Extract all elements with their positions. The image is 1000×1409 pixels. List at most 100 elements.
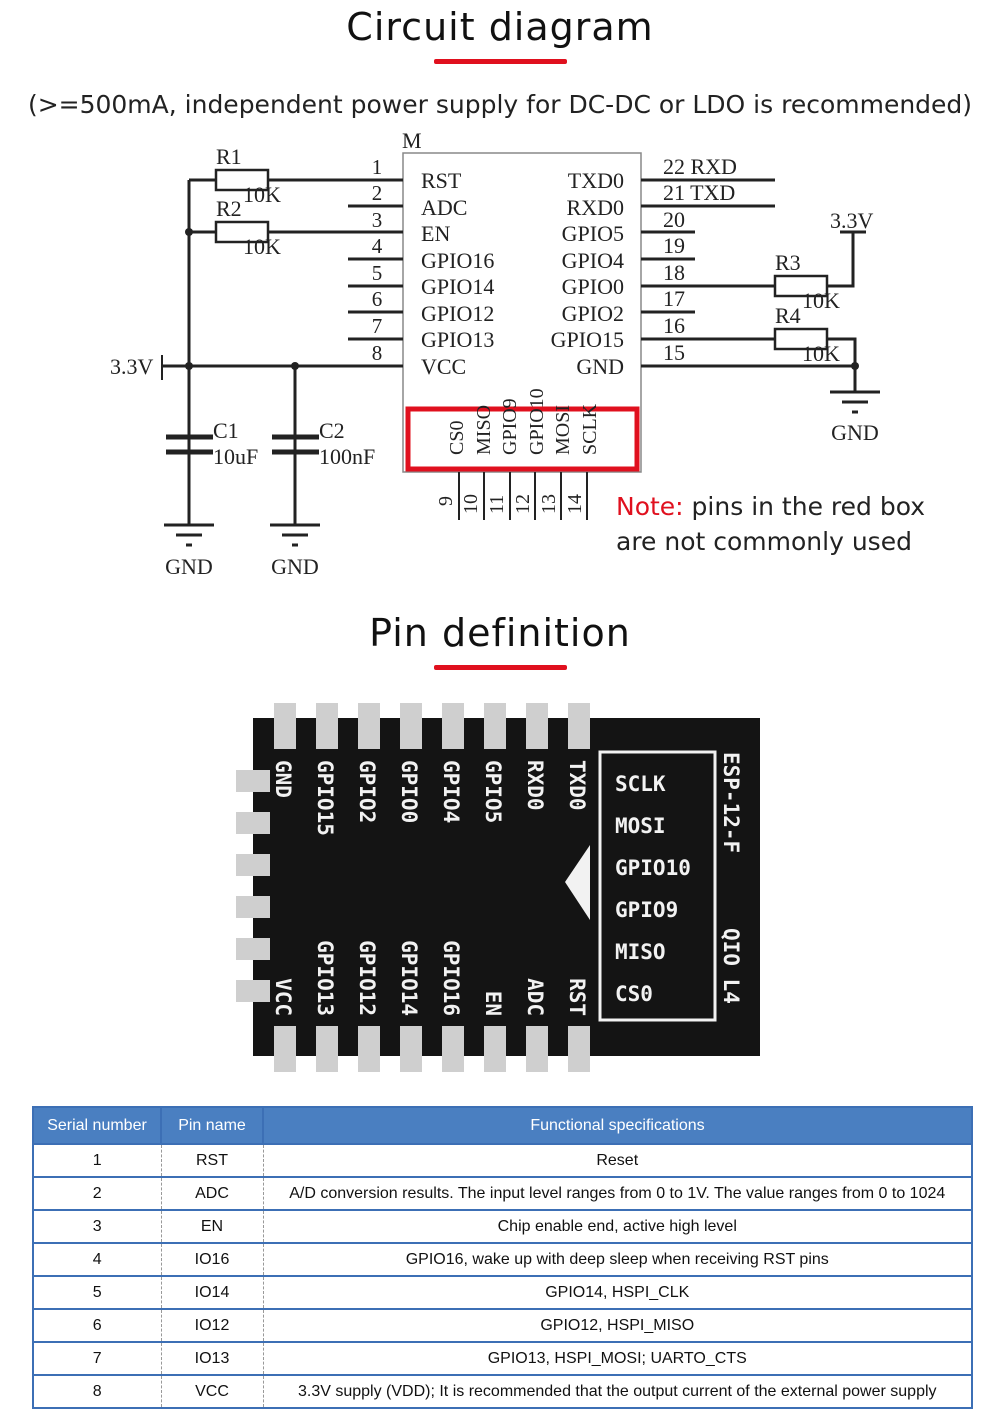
title-underline [434, 665, 567, 670]
table-cell: 7 [32, 1341, 161, 1376]
model-label: ESP-12-F [719, 752, 743, 853]
pin-name: GPIO2 [562, 301, 624, 326]
module-pad [316, 1026, 338, 1072]
pin-name: GPIO16 [421, 248, 494, 273]
pin-number: 12 [512, 494, 534, 514]
r4-value: 10K [802, 341, 840, 366]
pin-label: RST [565, 978, 589, 1016]
pin-name: ADC [421, 195, 467, 220]
pin-function-table: Serial number Pin name Functional specif… [32, 1106, 973, 1409]
pin-name: GPIO5 [562, 221, 624, 246]
module-pad [442, 703, 464, 749]
c2-value: 100nF [319, 444, 375, 469]
table-cell: IO14 [160, 1275, 263, 1310]
pin1-triangle-marker [565, 845, 590, 920]
module-pad [236, 812, 270, 834]
table-cell: VCC [160, 1374, 263, 1409]
circuit-diagram-title: Circuit diagram [346, 5, 654, 49]
column-header: Pin name [160, 1106, 264, 1145]
pin-number: 8 [372, 341, 383, 365]
note-text: pins in the red box [683, 492, 926, 521]
r2-value: 10K [243, 234, 281, 259]
pin-number: 2 [372, 181, 383, 205]
module-pad [236, 980, 270, 1002]
pin-number: 19 [663, 233, 685, 258]
circuit-schematic: M 1 2 3 4 5 6 7 8 RST ADC EN GPIO16 GPIO… [110, 128, 880, 579]
module-pad [358, 703, 380, 749]
table-cell: IO13 [160, 1341, 263, 1376]
module-pad [274, 703, 296, 749]
pin-name: EN [421, 221, 450, 246]
pin-name: GPIO15 [551, 327, 624, 352]
pin-label: EN [481, 991, 505, 1016]
module-pad [484, 703, 506, 749]
gnd-label: GND [831, 420, 879, 445]
pin-name: GPIO0 [562, 274, 624, 299]
module-pad [568, 703, 590, 749]
flash-pin-label: GPIO9 [615, 898, 678, 922]
r2-label: R2 [216, 196, 242, 221]
pin-label: GPIO5 [481, 760, 505, 823]
r4-label: R4 [775, 303, 801, 328]
power-supply-note: (>=500mA, independent power supply for D… [27, 90, 973, 119]
c1-value: 10uF [213, 444, 258, 469]
module-pad [236, 938, 270, 960]
table-cell: IO12 [160, 1308, 263, 1343]
pin-name: RST [421, 168, 462, 193]
table-cell: ADC [160, 1176, 263, 1211]
pin-number: 4 [372, 234, 383, 258]
flash-pin-label: SCLK [615, 772, 666, 796]
pin-name: VCC [421, 354, 466, 379]
pin-number: 18 [663, 260, 685, 285]
pin-label: GPIO12 [355, 940, 379, 1016]
gnd-label: GND [165, 554, 213, 579]
pin-number: 10 [460, 494, 482, 514]
pin-name: GPIO13 [421, 327, 494, 352]
pin-number: 5 [372, 261, 383, 285]
pin-number: 6 [372, 287, 383, 311]
column-header: Serial number [32, 1106, 162, 1145]
pin-number: 21 TXD [663, 180, 735, 205]
pin-name: GPIO12 [421, 301, 494, 326]
r3-value: 10K [802, 288, 840, 313]
flash-pin-label: CS0 [615, 982, 653, 1006]
module-pad [526, 703, 548, 749]
pin-label: GPIO14 [397, 940, 421, 1016]
pin-name: GPIO10 [526, 388, 548, 455]
pin-number: 11 [486, 495, 508, 514]
pin-label: ADC [523, 978, 547, 1016]
table-cell: GPIO12, HSPI_MISO [262, 1308, 973, 1343]
table-cell: GPIO16, wake up with deep sleep when rec… [262, 1242, 973, 1277]
pin-label: GPIO16 [439, 940, 463, 1016]
pin-name: GPIO4 [562, 248, 624, 273]
pin-number: 14 [564, 494, 586, 514]
pin-name: MISO [473, 405, 495, 455]
pin-label: GPIO15 [313, 760, 337, 836]
pin-name: RXD0 [567, 195, 624, 220]
module-pad [484, 1026, 506, 1072]
module-pad [274, 1026, 296, 1072]
red-box-note-line2: are not commonly used [616, 527, 912, 556]
pin-label: RXD0 [523, 760, 547, 811]
title-underline [434, 59, 567, 64]
pin-number: 13 [538, 494, 560, 514]
pin-label: GPIO13 [313, 940, 337, 1016]
pin-name: GPIO9 [499, 398, 521, 455]
gnd-label: GND [271, 554, 319, 579]
vcc-label: 3.3V [110, 354, 154, 379]
column-header: Functional specifications [262, 1106, 973, 1145]
table-cell: 2 [32, 1176, 161, 1211]
pin-number: 7 [372, 314, 383, 338]
pin-label: GND [271, 760, 295, 798]
table-cell: GPIO13, HSPI_MOSI; UARTO_CTS [262, 1341, 973, 1376]
module-label: M [402, 128, 422, 153]
variant-label: QIO L4 [719, 928, 743, 1004]
flash-pin-label: GPIO10 [615, 856, 691, 880]
pin-number: 15 [663, 340, 685, 365]
pin-number: 20 [663, 207, 685, 232]
